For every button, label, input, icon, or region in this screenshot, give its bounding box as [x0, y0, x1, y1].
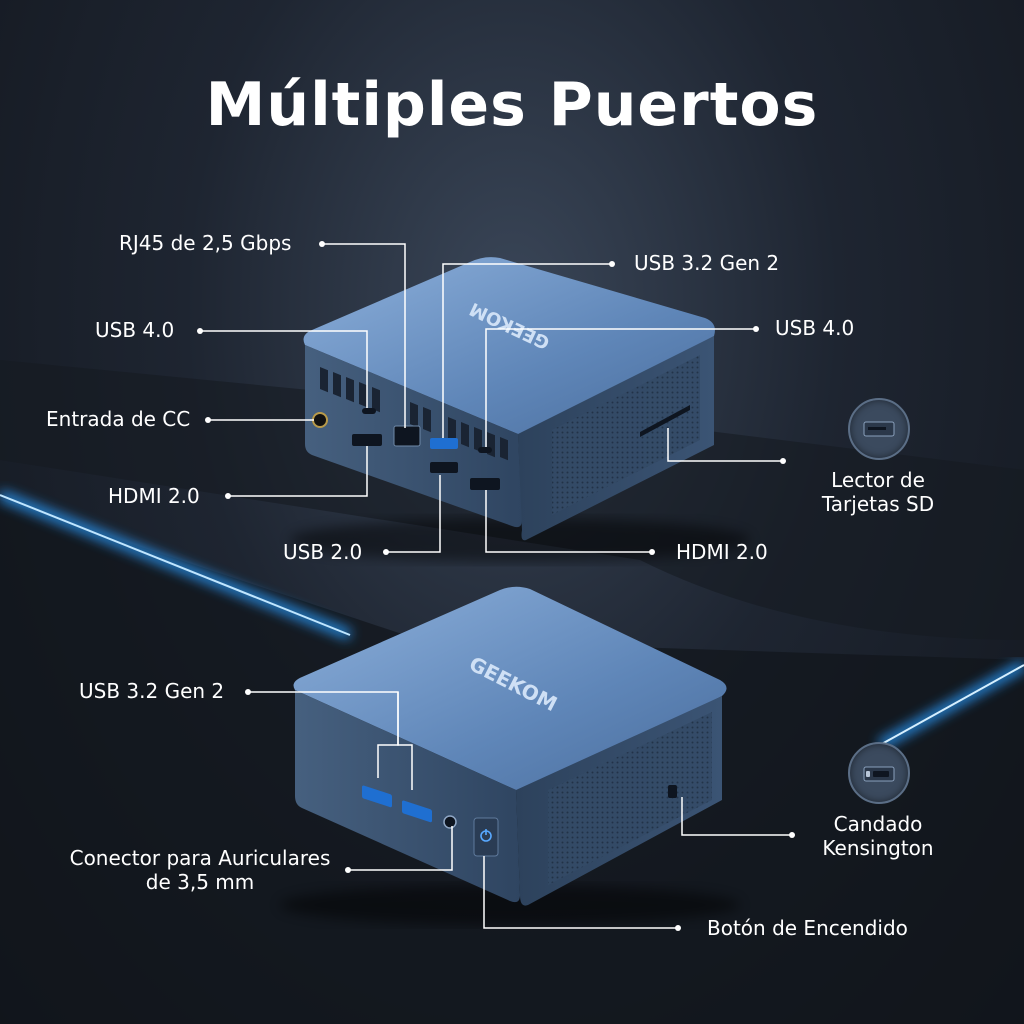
label-usb4-left: USB 4.0 [95, 318, 175, 342]
label-usb32-front: USB 3.2 Gen 2 [79, 679, 225, 703]
callout-lines [200, 243, 792, 929]
page-title: Múltiples Puertos [205, 70, 819, 140]
kensington-lock-icon [848, 742, 910, 804]
kensington-lock-glyph [863, 766, 895, 782]
label-audio-line2: de 3,5 mm [145, 870, 255, 894]
power-button [473, 817, 499, 857]
audio-jack [443, 815, 457, 829]
dc-in-port [312, 412, 328, 428]
usb32-port-front-1 [362, 785, 392, 808]
label-kensington-line1: Candado [833, 812, 923, 836]
usb32-port-front-2 [402, 800, 432, 823]
hdmi-port-left [352, 434, 382, 446]
sd-card-slot [640, 405, 690, 437]
sd-card-reader-icon [848, 398, 910, 460]
callout-dots [197, 241, 795, 931]
label-audio-line1: Conector para Auriculares [69, 846, 331, 870]
usb4-port-left [362, 408, 376, 414]
hdmi-port-right [470, 478, 500, 490]
label-usb4-right: USB 4.0 [775, 316, 855, 340]
label-usb32-rear: USB 3.2 Gen 2 [634, 251, 780, 275]
usb20-port [430, 462, 458, 473]
label-sd-line1: Lector de [831, 468, 925, 492]
label-kensington: Candado Kensington [808, 812, 948, 860]
usb32-port-rear [430, 438, 458, 449]
label-audio-jack: Conector para Auriculares de 3,5 mm [60, 846, 340, 894]
label-sd-line2: Tarjetas SD [821, 492, 935, 516]
front-device: GEEKOM [280, 586, 740, 925]
rear-vents [320, 367, 508, 461]
rear-ports [312, 405, 690, 490]
label-usb20: USB 2.0 [283, 540, 363, 564]
label-kensington-line2: Kensington [822, 836, 934, 860]
label-rj45: RJ45 de 2,5 Gbps [119, 231, 292, 255]
usb4-port-right [478, 447, 492, 453]
kensington-slot [668, 785, 677, 798]
label-dc-in: Entrada de CC [46, 407, 191, 431]
front-panel [295, 690, 520, 903]
label-hdmi-left: HDMI 2.0 [108, 484, 200, 508]
label-hdmi-right: HDMI 2.0 [676, 540, 768, 564]
sd-card-reader-glyph [863, 421, 895, 437]
rj45-port [393, 425, 421, 447]
front-device-top [293, 586, 727, 793]
power-icon [480, 829, 492, 842]
rear-device: GEEKOM [290, 257, 750, 562]
label-power-button: Botón de Encendido [707, 916, 908, 940]
label-sd-reader: Lector de Tarjetas SD [808, 468, 948, 516]
